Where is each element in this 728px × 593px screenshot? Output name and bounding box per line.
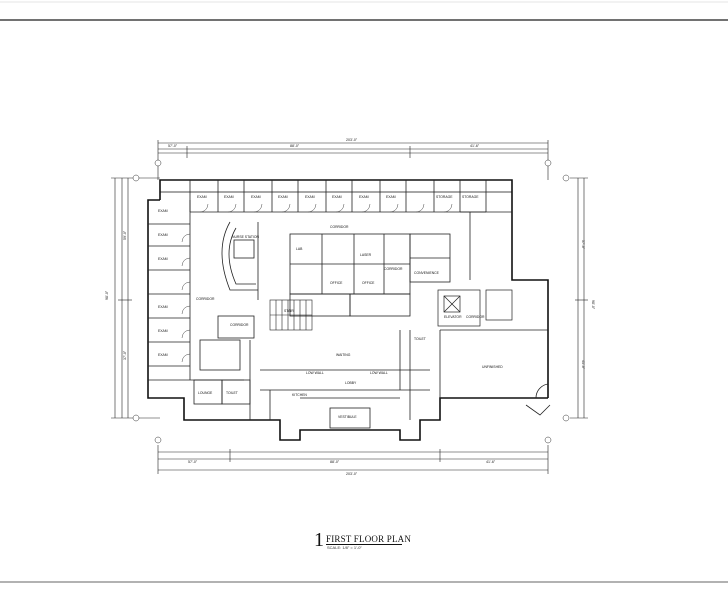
dim-left-seg-1: 59'-0": [123, 230, 127, 240]
room-label-exam: EXAM: [251, 195, 261, 199]
dim-left-overall: 98'-0": [105, 290, 109, 300]
unfinished-wing: [439, 211, 551, 416]
drawing-number: 1: [314, 529, 324, 551]
top-dimension-strings: [157, 140, 549, 180]
dim-bottom-seg-2: 88'-0": [330, 460, 340, 464]
room-label-low-wall: LOW WALL: [306, 371, 324, 375]
room-label-storage: STORAGE: [462, 195, 479, 199]
dim-bottom-seg-3: 41'-6": [486, 460, 496, 464]
drawing-scale: SCALE: 1/8" = 1'-0": [327, 545, 362, 550]
bottom-dimension-strings: [157, 445, 549, 474]
room-label-office: OFFICE: [362, 281, 375, 285]
dim-top-seg-1: 57'-0": [168, 144, 178, 148]
room-label-toilet: TOILET: [226, 391, 238, 395]
dim-overall-top: 203'-0": [346, 138, 358, 142]
room-label-exam: EXAM: [158, 353, 168, 357]
left-dimension-strings: [111, 177, 160, 419]
room-label-office: OFFICE: [330, 281, 343, 285]
room-label-kitchen: KITCHEN: [292, 393, 307, 397]
room-label-exam: EXAM: [158, 233, 168, 237]
room-label-exam: EXAM: [224, 195, 234, 199]
room-label-vestibule: VESTIBULE: [338, 415, 357, 419]
nurse-station-area: [221, 221, 259, 300]
room-label-exam: EXAM: [305, 195, 315, 199]
room-label-corridor: CORRIDOR: [230, 323, 249, 327]
top-exam-rooms: [189, 180, 487, 213]
room-label-exam: EXAM: [158, 329, 168, 333]
dim-top-seg-3: 41'-6": [470, 144, 480, 148]
room-label-lounge: LOUNGE: [198, 391, 213, 395]
room-label-exam: EXAM: [197, 195, 207, 199]
room-label-waiting: WAITING: [336, 353, 351, 357]
lower-left-rooms: [193, 315, 255, 405]
room-label-unfinished: UNFINISHED: [482, 365, 503, 369]
dim-right-seg-2: 41'-0": [581, 360, 585, 370]
room-label-lab: LAB: [296, 247, 303, 251]
room-label-corridor: CORRIDOR: [384, 267, 403, 271]
dim-right-seg-1: 57'-0": [581, 240, 585, 250]
room-label-exam: EXAM: [278, 195, 288, 199]
drawing-title-block: 1 FIRST FLOOR PLAN SCALE: 1/8" = 1'-0": [314, 530, 424, 554]
door-swings: [181, 203, 453, 363]
dim-overall-bottom: 203'-0": [346, 472, 358, 476]
room-label-elevator: ELEVATOR: [444, 315, 462, 319]
stair: [269, 299, 313, 331]
central-core-rooms: [289, 233, 451, 317]
room-label-lobby: LOBBY: [345, 381, 357, 385]
room-label-exam: EXAM: [158, 209, 168, 213]
room-label-corridor: CORRIDOR: [196, 297, 215, 301]
room-label-low-wall: LOW WALL: [370, 371, 388, 375]
room-label-exam: EXAM: [332, 195, 342, 199]
lobby-area: [249, 330, 430, 429]
room-label-laser: LASER: [360, 253, 372, 257]
dim-top-seg-2: 88'-0": [290, 144, 300, 148]
room-label-corridor: CORRIDOR: [466, 315, 485, 319]
room-label-exam: EXAM: [158, 305, 168, 309]
room-label-nurse-station: NURSE STATION: [232, 235, 260, 239]
exterior-walls: [147, 179, 549, 441]
drawing-title: FIRST FLOOR PLAN: [326, 534, 412, 544]
room-label-exam: EXAM: [386, 195, 396, 199]
room-label-stair: STAIR: [284, 309, 294, 313]
room-label-corridor: CORRIDOR: [330, 225, 349, 229]
dim-right-overall: 98'-0": [591, 300, 595, 310]
grid-bubbles: [132, 159, 570, 444]
elevator: [437, 289, 513, 327]
dim-bottom-seg-1: 57'-0": [188, 460, 198, 464]
room-label-exam: EXAM: [359, 195, 369, 199]
room-label-toilet: TOILET: [414, 337, 426, 341]
room-label-convenience: CONVENIENCE: [414, 271, 440, 275]
right-dimension-strings: [570, 177, 588, 419]
dim-left-seg-2: 37'-0": [123, 350, 127, 360]
title-underline: [326, 544, 402, 545]
room-label-storage: STORAGE: [436, 195, 453, 199]
room-label-exam: EXAM: [158, 257, 168, 261]
